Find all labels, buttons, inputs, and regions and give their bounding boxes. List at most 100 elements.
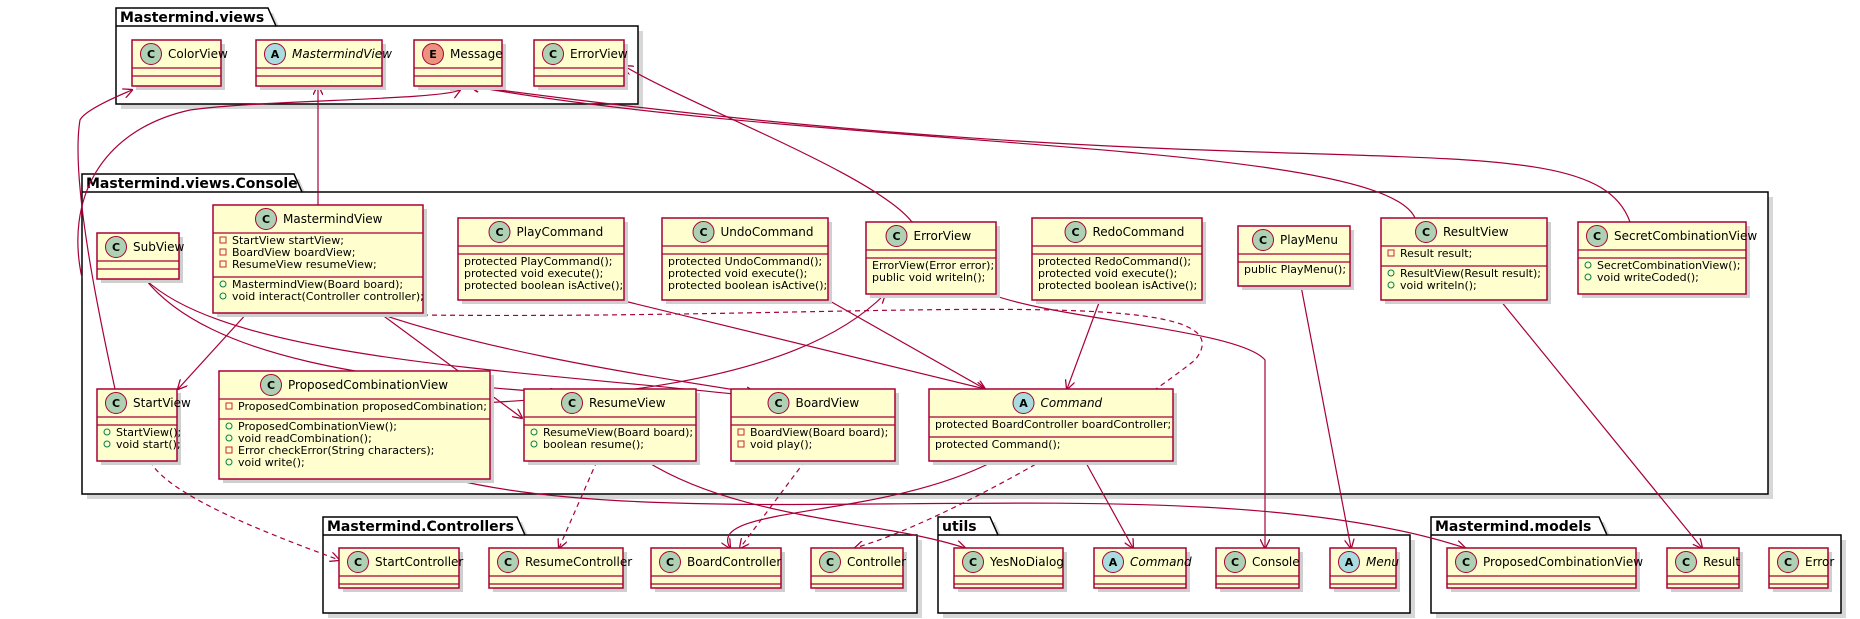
badge-letter: C xyxy=(826,556,834,569)
relation-c_command-to-u_command xyxy=(1085,461,1133,548)
class-badge-icon xyxy=(255,208,277,230)
badge-letter: C xyxy=(774,397,782,410)
class-method: SecretCombinationView(); xyxy=(1597,259,1741,272)
class-badge-icon xyxy=(488,221,511,243)
class-badge-icon xyxy=(542,43,564,65)
class-name: Menu xyxy=(1366,555,1399,569)
package-title: Mastermind.views.Console xyxy=(86,176,298,192)
package-title: Mastermind.views xyxy=(120,10,264,26)
badge-letter: C xyxy=(1422,226,1430,239)
relation-c_secretview-to-v_message xyxy=(470,86,1631,223)
class-name: StartView xyxy=(133,396,191,410)
abstract-badge-icon xyxy=(264,43,286,65)
badge-letter: C xyxy=(568,397,576,410)
class-name: SecretCombinationView xyxy=(1614,229,1757,243)
badge-letter: C xyxy=(112,241,120,254)
class-name: Controller xyxy=(847,555,906,569)
badge-letter: A xyxy=(1345,556,1354,569)
class-method: void start(); xyxy=(116,438,181,451)
class-method: protected boolean isActive(); xyxy=(464,279,623,292)
class-method: boolean resume(); xyxy=(543,438,644,451)
class-badge-icon xyxy=(885,225,908,247)
class-u_menu[interactable]: A Menu xyxy=(1329,547,1400,592)
public-marker-icon xyxy=(1387,269,1395,277)
relation-c_proposedview-to-v_message xyxy=(77,90,460,279)
class-badge-icon xyxy=(561,392,583,414)
private-marker-icon xyxy=(1387,249,1395,257)
badge-letter: C xyxy=(1593,230,1601,243)
class-badge-icon xyxy=(497,551,519,573)
class-method: BoardView(Board board); xyxy=(750,426,888,439)
class-name: ResumeView xyxy=(589,396,666,410)
class-name: ResultView xyxy=(1443,225,1509,239)
class-badge-icon xyxy=(1064,221,1087,243)
relation-c_resumeview-to-u_yesno xyxy=(645,460,965,548)
class-method: void write(); xyxy=(238,456,305,469)
class-c_subview[interactable]: C SubView xyxy=(96,232,185,283)
class-name: StartController xyxy=(375,555,463,569)
class-c_secretview[interactable]: C SecretCombinationViewSecretCombinationV… xyxy=(1577,221,1757,298)
badge-letter: C xyxy=(147,48,155,61)
class-method: public PlayMenu(); xyxy=(1244,263,1346,276)
relation-c_errorview-to-u_console xyxy=(989,293,1265,548)
class-method: MastermindView(Board board); xyxy=(232,278,403,291)
badge-letter: C xyxy=(699,226,707,239)
badge-letter: C xyxy=(666,556,674,569)
class-field: protected BoardController boardControlle… xyxy=(935,418,1171,431)
badge-letter: C xyxy=(1462,556,1470,569)
class-method: protected void execute(); xyxy=(464,267,603,280)
badge-letter: C xyxy=(1231,556,1239,569)
badge-letter: C xyxy=(1682,556,1690,569)
class-badge-icon xyxy=(1777,551,1799,573)
class-field: Result result; xyxy=(1400,247,1472,260)
class-name: ErrorView xyxy=(914,229,972,243)
class-badge-icon xyxy=(1455,551,1477,573)
class-box xyxy=(457,217,625,301)
package-title: utils xyxy=(942,519,977,535)
badge-letter: C xyxy=(1071,226,1079,239)
badge-letter: E xyxy=(429,48,437,61)
class-badge-icon xyxy=(1224,551,1246,573)
public-marker-icon xyxy=(225,458,233,466)
class-k_controller[interactable]: C Controller xyxy=(810,547,907,592)
class-badge-icon xyxy=(1675,551,1697,573)
class-name: ColorView xyxy=(168,47,228,61)
class-v_colorview[interactable]: C ColorView xyxy=(131,39,228,90)
class-method: protected PlayCommand(); xyxy=(464,255,612,268)
relation-c_resultview-to-v_message xyxy=(470,86,1416,219)
public-marker-icon xyxy=(530,428,538,436)
badge-letter: C xyxy=(1784,556,1792,569)
class-field: BoardView boardView; xyxy=(232,246,356,259)
class-name: MastermindView xyxy=(292,47,392,61)
class-method: protected boolean isActive(); xyxy=(1038,279,1197,292)
private-marker-icon xyxy=(737,440,745,448)
class-method: public void writeln(); xyxy=(872,271,985,284)
class-box xyxy=(1380,217,1548,301)
class-name: SubView xyxy=(133,240,185,254)
